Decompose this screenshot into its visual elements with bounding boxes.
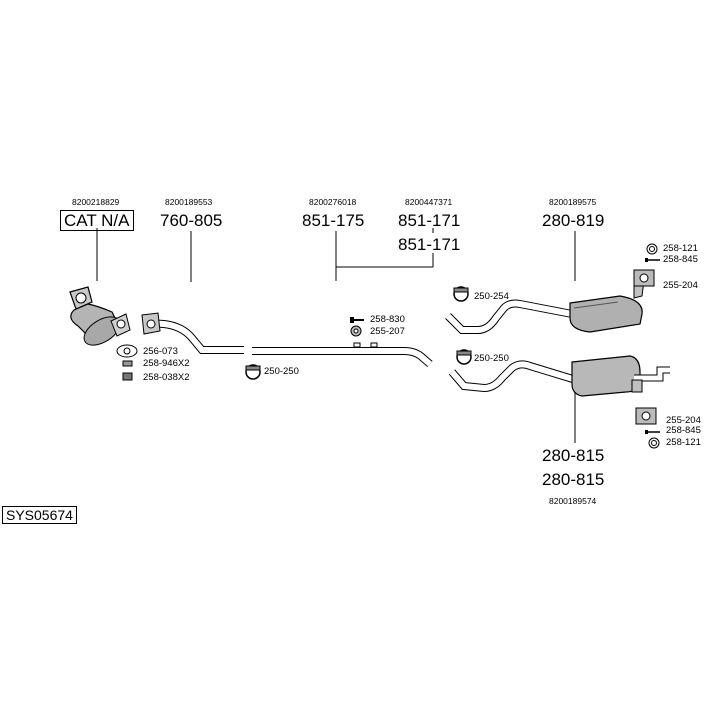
clamp-lower-icon[interactable] — [456, 349, 472, 365]
rear-silencer-upper-drawing[interactable] — [445, 277, 645, 334]
mid-pipe-drawing[interactable] — [252, 342, 433, 368]
nut-icon[interactable] — [122, 372, 133, 381]
fitting-258-121-top-label[interactable]: 258-121 — [663, 243, 698, 254]
bolt-icon[interactable] — [122, 360, 133, 367]
rear-silencer-lower-drawing[interactable] — [448, 355, 670, 397]
ring-top-icon[interactable] — [646, 243, 658, 255]
hanger-bottom-icon[interactable] — [635, 407, 657, 425]
fitting-250-250-rear-label[interactable]: 250-250 — [474, 353, 509, 364]
gasket-icon[interactable] — [116, 344, 138, 358]
fitting-256-073-label[interactable]: 256-073 — [143, 346, 178, 357]
part-number-mid-pipe-b1[interactable]: 851-171 — [398, 211, 461, 230]
oe-number-rear-box-lower: 8200189574 — [549, 496, 597, 506]
fitting-255-204-bot-label[interactable]: 255-204 — [666, 415, 701, 426]
fitting-258-038-label[interactable]: 258-038X2 — [143, 372, 190, 383]
part-number-rear-box-lower2[interactable]: 280-815 — [542, 470, 605, 489]
system-code: SYS05674 — [2, 506, 77, 524]
clamp-upper-icon[interactable] — [453, 286, 469, 302]
oe-number-mid-pipe-a: 8200276018 — [309, 197, 357, 207]
front-pipe-drawing[interactable] — [141, 312, 244, 354]
oe-number-front-pipe: 8200189553 — [165, 197, 213, 207]
fitting-250-250-mid-label[interactable]: 250-250 — [264, 366, 299, 377]
screw-bottom-icon[interactable] — [645, 430, 660, 434]
bracket-icon[interactable] — [350, 325, 362, 337]
fitting-258-830-label[interactable]: 258-830 — [370, 314, 405, 325]
screw-icon[interactable] — [350, 317, 364, 323]
fitting-258-946-label[interactable]: 258-946X2 — [143, 358, 190, 369]
leader-lines — [96, 228, 576, 443]
fitting-255-207-label[interactable]: 255-207 — [370, 326, 405, 337]
oe-number-cat: 8200218829 — [72, 197, 120, 207]
screw-top-icon[interactable] — [645, 258, 660, 262]
fitting-258-121-bot-label[interactable]: 258-121 — [666, 437, 701, 448]
ring-bottom-icon[interactable] — [648, 437, 660, 449]
catalytic-converter-drawing[interactable] — [69, 286, 131, 351]
part-number-mid-pipe-b2[interactable]: 851-171 — [398, 235, 461, 254]
fitting-250-254-label[interactable]: 250-254 — [474, 291, 509, 302]
part-number-rear-box-upper[interactable]: 280-819 — [542, 211, 605, 230]
clamp-mid-icon[interactable] — [245, 364, 261, 380]
part-number-rear-box-lower1[interactable]: 280-815 — [542, 446, 605, 465]
fitting-255-204-top-label[interactable]: 255-204 — [663, 280, 698, 291]
part-number-front-pipe[interactable]: 760-805 — [160, 211, 223, 230]
oe-number-mid-pipe-b: 8200447371 — [405, 197, 453, 207]
part-number-mid-pipe-a[interactable]: 851-175 — [302, 211, 365, 230]
fitting-258-845-bot-label[interactable]: 258-845 — [666, 425, 701, 436]
fitting-258-845-top-label[interactable]: 258-845 — [663, 254, 698, 265]
oe-number-rear-box-upper: 8200189575 — [549, 197, 597, 207]
hanger-top-icon[interactable] — [633, 269, 655, 287]
